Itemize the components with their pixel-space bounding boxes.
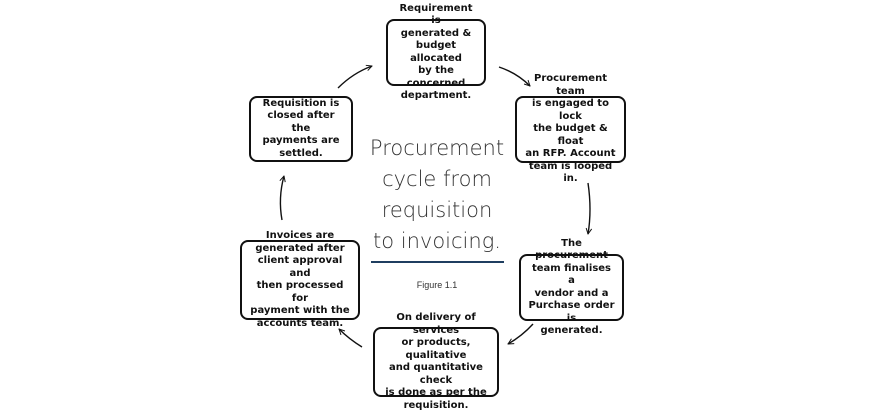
step-box-requirement: Requirement is generated & budget alloca… bbox=[386, 3, 486, 101]
title-divider bbox=[371, 261, 504, 263]
arrow-step1-to-step2 bbox=[498, 66, 530, 86]
step-box-vendor-purchase-order: The procurement team finalises a vendor … bbox=[519, 238, 624, 336]
step-box-delivery-check: On delivery of services or products, qua… bbox=[373, 312, 499, 411]
arrow-step3-to-step4 bbox=[508, 323, 534, 345]
step-text: On delivery of services or products, qua… bbox=[385, 312, 487, 411]
arrow-step4-to-step5 bbox=[339, 329, 363, 348]
arrow-step5-to-step6 bbox=[280, 176, 284, 221]
arrow-step2-to-step3 bbox=[588, 182, 590, 234]
diagram-center-title: Procurement cycle from requisition to in… bbox=[369, 136, 505, 253]
step-box-invoicing: Invoices are generated after client appr… bbox=[240, 230, 360, 329]
arrow-step6-to-step1 bbox=[337, 66, 372, 89]
step-text: Requirement is generated & budget alloca… bbox=[399, 2, 473, 102]
figure-caption: Figure 1.1 bbox=[416, 280, 458, 290]
step-text: The procurement team finalises a vendor … bbox=[528, 237, 615, 337]
step-box-procurement-rfp: Procurement team is engaged to lock the … bbox=[515, 73, 626, 184]
step-text: Procurement team is engaged to lock the … bbox=[525, 73, 616, 185]
step-box-requisition-closed: Requisition is closed after the payments… bbox=[249, 96, 353, 162]
step-text: Requisition is closed after the payments… bbox=[262, 97, 340, 159]
step-text: Invoices are generated after client appr… bbox=[250, 230, 350, 329]
